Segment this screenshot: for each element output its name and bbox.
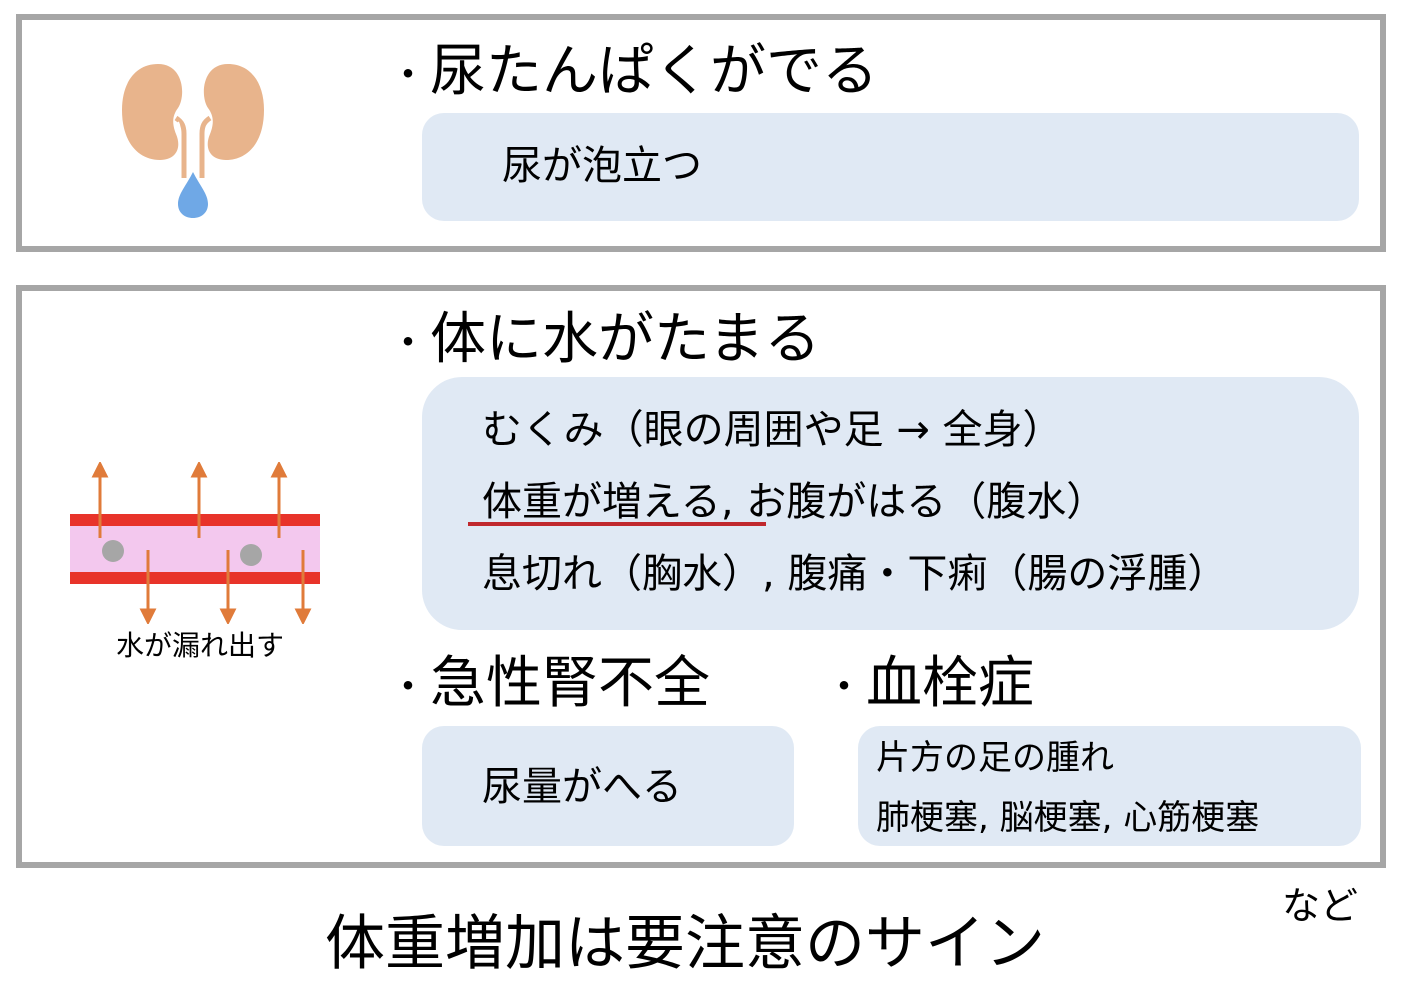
bullet: ・ — [388, 319, 428, 366]
text-edema-line-1: むくみ（眼の周囲や足 → 全身） — [482, 407, 1063, 453]
vessel-wall-top — [70, 514, 320, 526]
kidney-icon — [122, 64, 264, 218]
heading-edema-text: 体に水がたまる — [430, 307, 821, 372]
heading-proteinuria-text: 尿たんぱくがでる — [430, 39, 878, 104]
text-thrombosis-line-2: 肺梗塞, 脳梗塞, 心筋梗塞 — [876, 798, 1260, 838]
ureter-left-inner — [177, 121, 181, 135]
text-edema-line-3: 息切れ（胸水）, 腹痛・下痢（腸の浮腫） — [482, 551, 1228, 597]
box-edema-symptoms — [422, 377, 1359, 630]
kidney-right-icon — [203, 64, 264, 160]
arrows-up-icon — [91, 462, 288, 538]
heading-thrombosis: ・血栓症 — [824, 652, 1034, 719]
vessel-caption: 水が漏れ出す — [115, 629, 284, 662]
heading-thrombosis-text: 血栓症 — [866, 651, 1034, 716]
heading-aki: ・急性腎不全 — [388, 652, 710, 719]
arrows-down-icon — [139, 550, 312, 624]
blood-vessel-icon — [70, 462, 320, 624]
bullet: ・ — [388, 51, 428, 98]
text-weight-gain: 体重が増える — [482, 479, 721, 525]
vessel-wall-bottom — [70, 572, 320, 584]
text-aki: 尿量がへる — [482, 764, 682, 810]
blood-cell-icon — [102, 540, 124, 562]
box-aki — [422, 726, 794, 846]
bullet: ・ — [388, 663, 428, 710]
etc-note: など — [1282, 884, 1359, 928]
ureter-left — [174, 115, 187, 178]
heading-edema: ・体に水がたまる — [388, 308, 820, 375]
text-thrombosis-line-1: 片方の足の腫れ — [876, 738, 1114, 778]
text-abdominal-swelling: , お腹がはる（腹水） — [720, 479, 1107, 525]
weight-gain-underline — [468, 522, 766, 526]
blood-cell-icon — [240, 544, 262, 566]
bullet: ・ — [824, 663, 864, 710]
box-foamy-urine — [422, 113, 1359, 221]
kidney-left-icon — [122, 64, 183, 160]
heading-proteinuria: ・尿たんぱくがでる — [388, 40, 878, 107]
box-thrombosis — [858, 726, 1361, 846]
heading-aki-text: 急性腎不全 — [430, 651, 710, 716]
ureter-right — [199, 115, 212, 178]
text-edema-line-2: 体重が増える, お腹がはる（腹水） — [482, 478, 1106, 526]
text-foamy-urine: 尿が泡立つ — [502, 143, 702, 189]
footer-title: 体重増加は要注意のサイン — [325, 909, 1045, 979]
urine-drop-icon — [178, 172, 208, 218]
